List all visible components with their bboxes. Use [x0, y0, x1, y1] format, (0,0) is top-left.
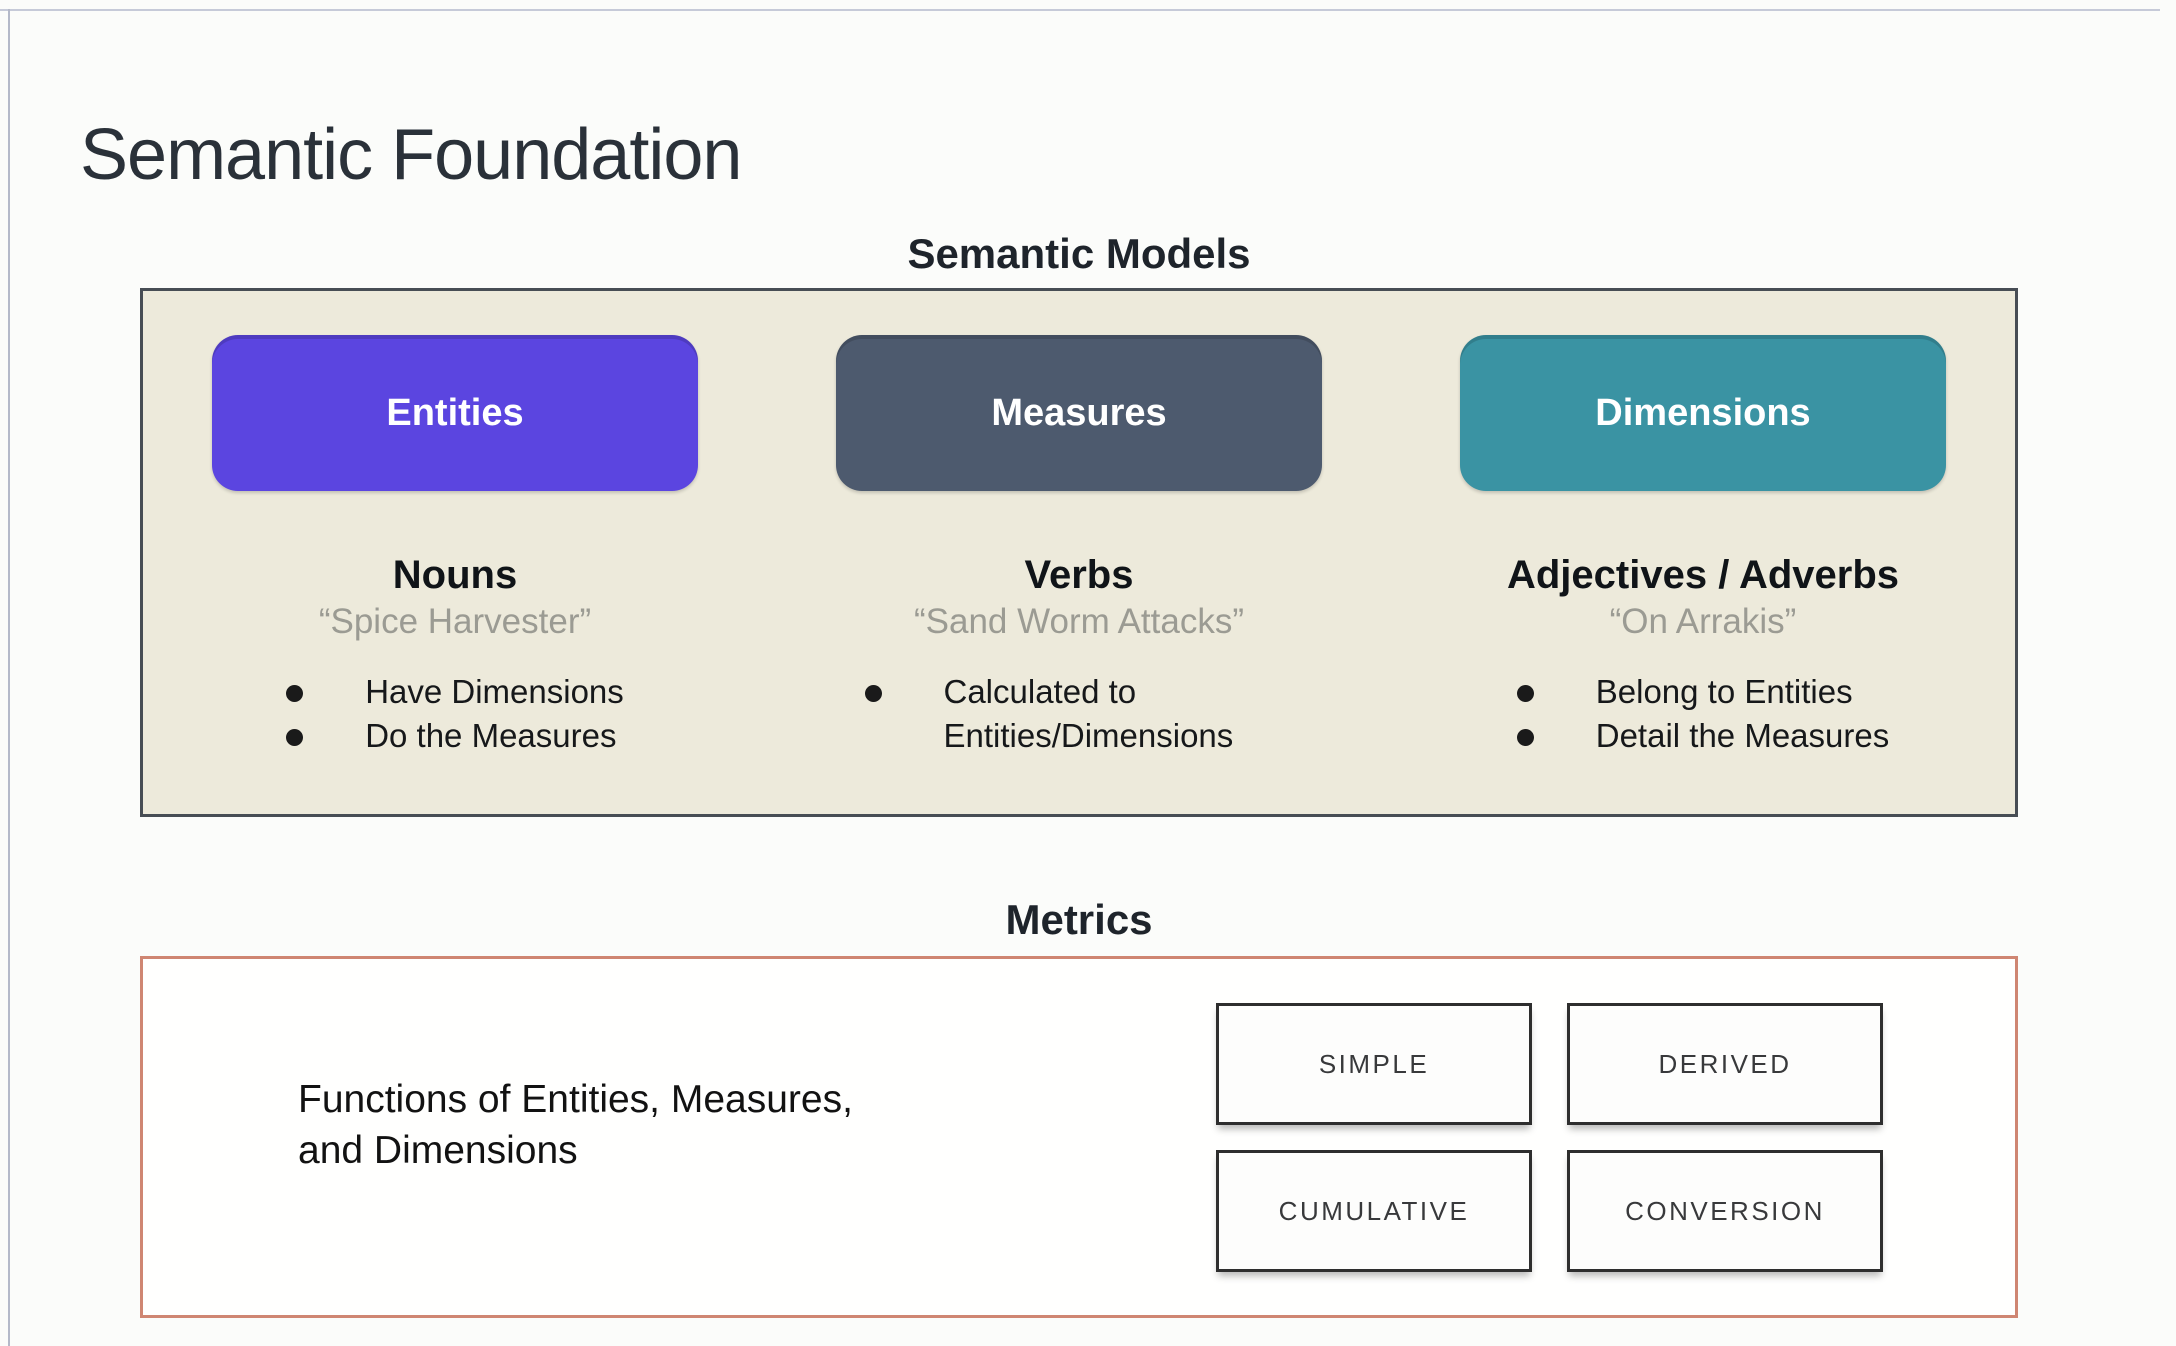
bullet-text: Do the Measures: [365, 716, 617, 754]
measures-box: Measures: [836, 335, 1322, 491]
metric-type-conversion: CONVERSION: [1567, 1150, 1883, 1272]
bullet-icon: [1516, 728, 1534, 746]
bullet-text: Belong to Entities: [1595, 672, 1853, 710]
dimensions-box: Dimensions: [1460, 335, 1946, 491]
entities-quote: “Spice Harvester”: [318, 602, 592, 641]
column-measures: Measures Verbs “Sand Worm Attacks” Calcu…: [767, 291, 1391, 814]
dimensions-bullet-list: Belong to Entities Detail the Measures: [1516, 670, 1890, 758]
metric-type-cumulative: CUMULATIVE: [1216, 1150, 1532, 1272]
bullet-text: Detail the Measures: [1595, 716, 1890, 754]
metric-type-derived: DERIVED: [1567, 1003, 1883, 1125]
metrics-description: Functions of Entities, Measures, and Dim…: [298, 1075, 853, 1176]
metrics-panel: Functions of Entities, Measures, and Dim…: [140, 956, 2018, 1318]
metrics-description-line: Functions of Entities, Measures,: [298, 1078, 853, 1121]
page-title: Semantic Foundation: [80, 115, 742, 196]
column-dimensions: Dimensions Adjectives / Adverbs “On Arra…: [1391, 291, 2015, 814]
list-item: Detail the Measures: [1516, 714, 1890, 758]
entities-box: Entities: [212, 335, 698, 491]
slide-frame-top-edge: [0, 9, 2160, 11]
dimensions-role-heading: Adjectives / Adverbs: [1506, 553, 1899, 597]
column-entities: Entities Nouns “Spice Harvester” Have Di…: [143, 291, 767, 814]
dimensions-box-label: Dimensions: [1595, 391, 1811, 434]
list-item: Have Dimensions: [286, 670, 624, 714]
bullet-icon: [286, 684, 304, 702]
semantic-models-heading: Semantic Models: [907, 230, 1251, 277]
measures-quote: “Sand Worm Attacks”: [913, 602, 1244, 641]
dimensions-quote: “On Arrakis”: [1609, 602, 1797, 641]
metric-type-simple: SIMPLE: [1216, 1003, 1532, 1125]
list-item: Calculated to Entities/Dimensions: [864, 670, 1294, 758]
measures-role-heading: Verbs: [1024, 553, 1134, 597]
metrics-description-line: and Dimensions: [298, 1128, 578, 1172]
measures-bullet-list: Calculated to Entities/Dimensions: [864, 670, 1294, 758]
bullet-text: Calculated to Entities/Dimensions: [943, 672, 1234, 754]
metric-types-grid: SIMPLE DERIVED CUMULATIVE CONVERSION: [1216, 1003, 1883, 1272]
slide-frame-left-edge: [8, 9, 10, 1346]
entities-bullet-list: Have Dimensions Do the Measures: [286, 670, 624, 758]
list-item: Belong to Entities: [1516, 670, 1889, 714]
measures-box-label: Measures: [991, 391, 1167, 434]
list-item: Do the Measures: [286, 714, 624, 758]
metrics-heading: Metrics: [1005, 896, 1153, 943]
semantic-models-panel: Entities Nouns “Spice Harvester” Have Di…: [140, 288, 2018, 817]
bullet-icon: [286, 728, 304, 746]
entities-role-heading: Nouns: [392, 553, 518, 597]
bullet-icon: [864, 684, 882, 702]
bullet-text: Have Dimensions: [365, 672, 624, 710]
entities-box-label: Entities: [386, 391, 524, 434]
bullet-icon: [1516, 684, 1534, 702]
